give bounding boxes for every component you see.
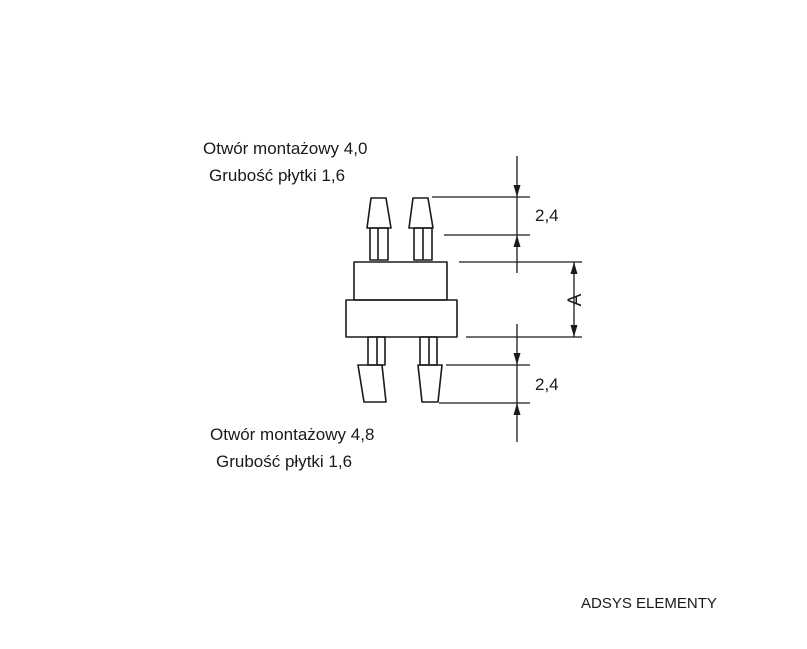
bottom-snap-legs <box>357 336 443 403</box>
arrow-down-top <box>513 185 521 197</box>
arrow-down-bottom-board <box>513 353 521 365</box>
flange <box>345 299 458 338</box>
arrow-a-bottom <box>570 325 578 337</box>
top-snap-legs <box>366 197 434 261</box>
arrow-a-top <box>570 262 578 274</box>
dimension-a-label: A <box>565 293 586 306</box>
top-note-hole-size: Otwór montażowy 4,0 <box>203 139 368 158</box>
dimension-top-label: 2,4 <box>535 206 559 225</box>
upper-body <box>353 261 448 301</box>
brand-label: ADSYS ELEMENTY <box>581 595 717 612</box>
arrow-up-bottom-tip <box>513 403 521 415</box>
dimension-bottom-label: 2,4 <box>535 375 559 394</box>
arrow-up-board <box>513 235 521 247</box>
top-note-board-thickness: Grubość płytki 1,6 <box>209 166 346 185</box>
bottom-note-board-thickness: Grubość płytki 1,6 <box>216 452 353 471</box>
bottom-note-hole-size: Otwór montażowy 4,8 <box>210 425 375 444</box>
